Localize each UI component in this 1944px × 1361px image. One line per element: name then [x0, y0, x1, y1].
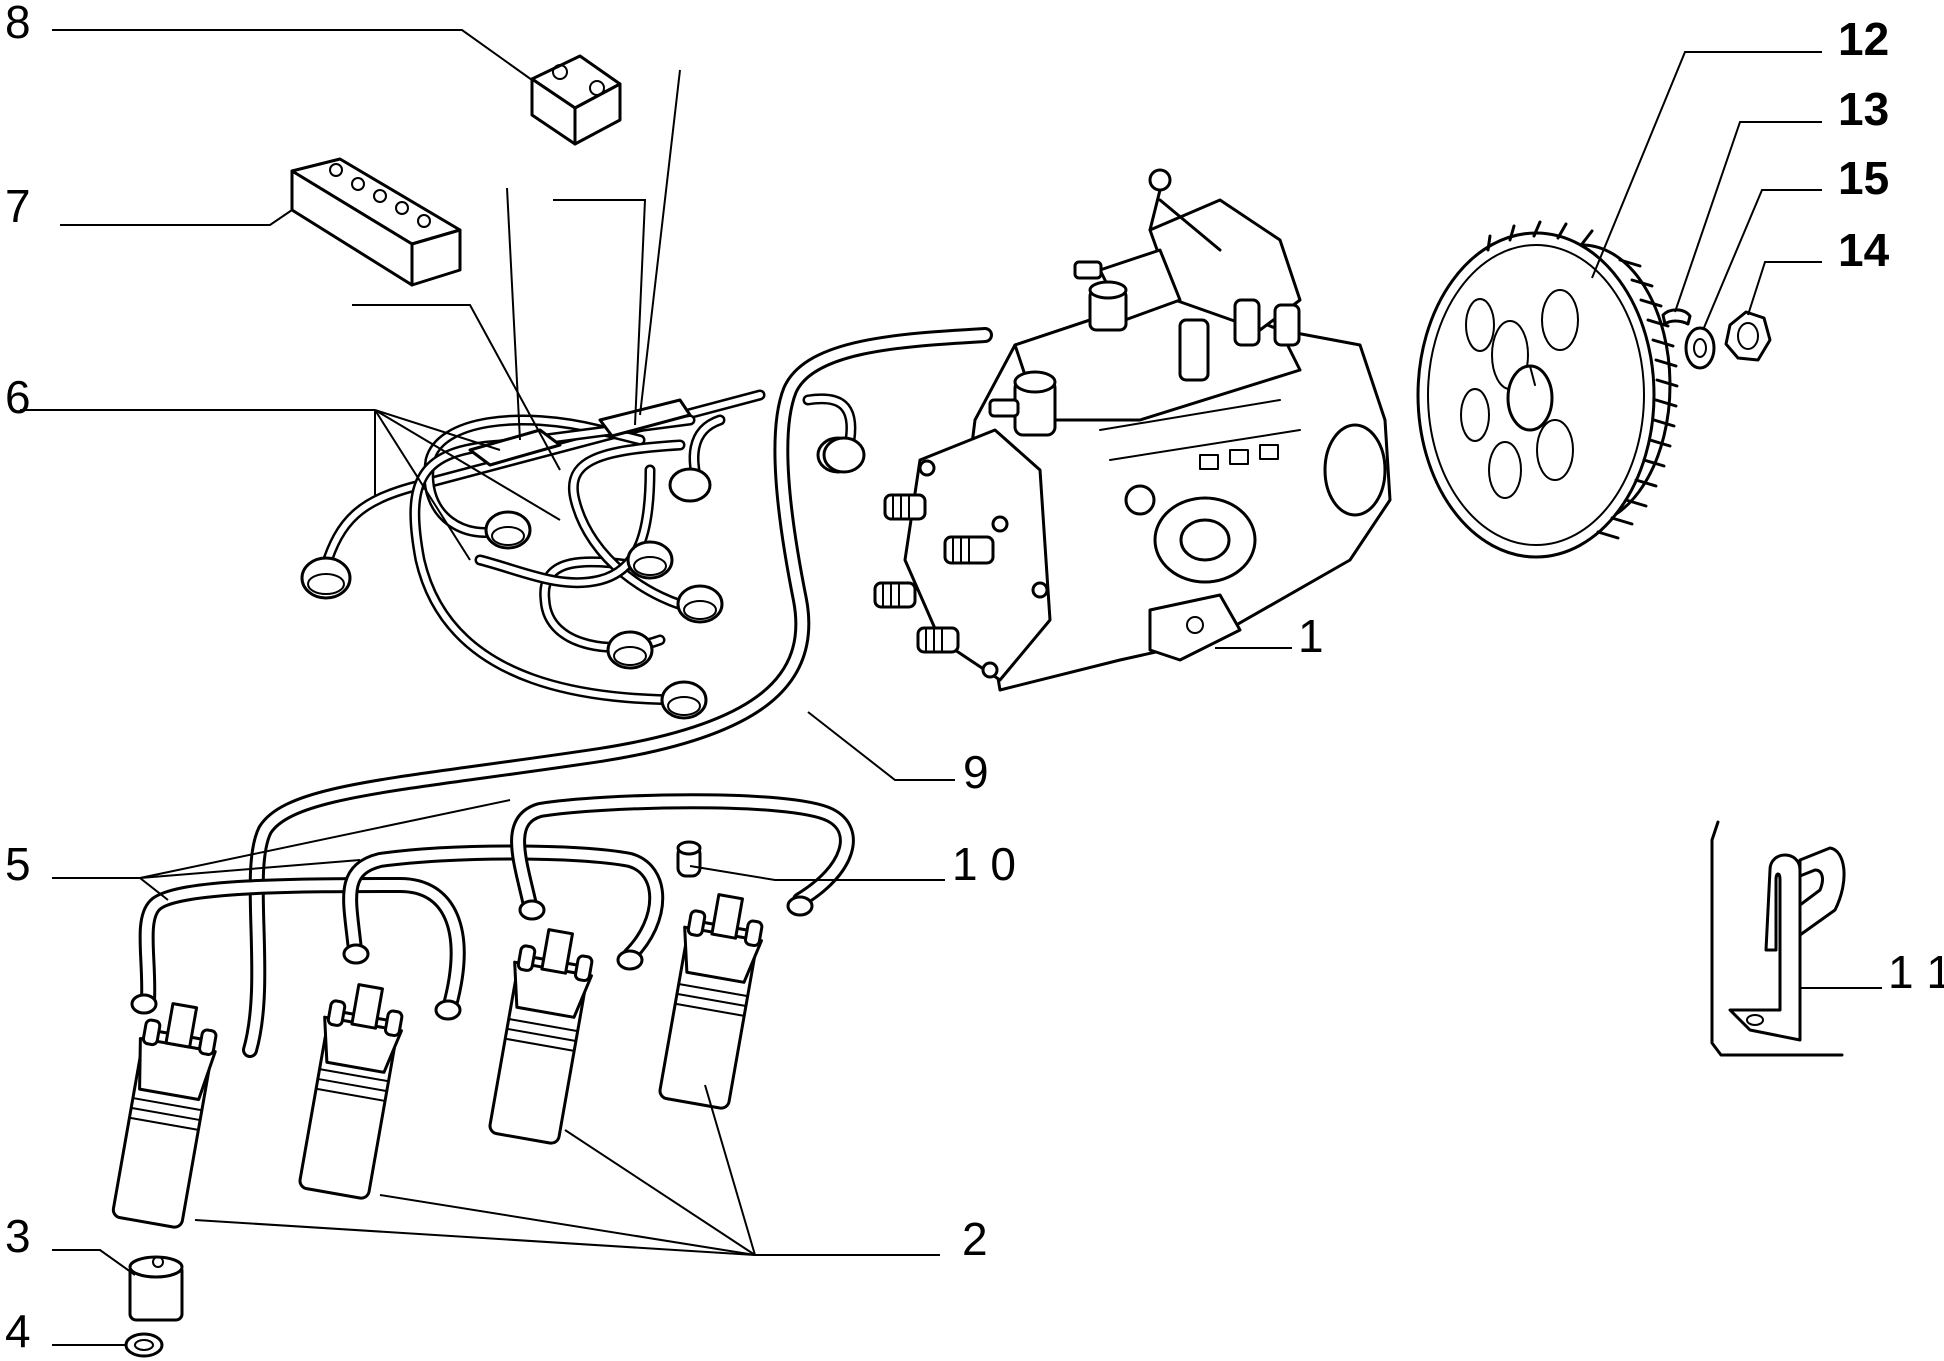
part-9-return-hose: [242, 327, 993, 1058]
callout-10: 1 0: [952, 838, 1016, 890]
callout-7: 7: [5, 180, 31, 232]
part-4-washer: [124, 1332, 164, 1358]
pipe-nut: [668, 467, 712, 503]
pump-outlet-fitting: [873, 581, 917, 609]
part-5-leakoff-hoses: [130, 793, 855, 1021]
pipe-nut: [484, 510, 532, 550]
callout-1: 1: [1298, 610, 1324, 662]
pipe-nut: [606, 630, 654, 670]
part-15-washer: [1684, 326, 1716, 370]
part-3-nozzle: [128, 1255, 184, 1322]
callout-2: 2: [962, 1213, 988, 1265]
part-2-injector: [111, 1002, 218, 1229]
part-2-injector: [298, 983, 404, 1200]
callout-15: 15: [1838, 152, 1889, 204]
callout-4: 4: [5, 1305, 31, 1357]
part-10-hose-sleeve: [676, 840, 702, 878]
part-8-clip: [530, 54, 622, 146]
part-13-woodruff-key: [1661, 308, 1692, 326]
pipe-nut: [626, 540, 674, 580]
pump-fuel-inlet: [1073, 260, 1128, 332]
pipe-nut: [660, 680, 708, 720]
callout-5: 5: [5, 838, 31, 890]
pump-outlet-fitting: [916, 626, 960, 654]
leader-lines: [20, 29, 1882, 1346]
part-6-injector-pipes: [300, 389, 860, 720]
part-2-injector: [488, 928, 594, 1145]
part-12-timing-pulley: [1416, 220, 1679, 559]
callout-labels: 8 7 6 5 3 4 9 1 0 2 1 1 1 12 13 15 14: [5, 0, 1944, 1357]
callout-6: 6: [5, 371, 31, 423]
pipe-nut: [300, 556, 352, 600]
part-2-injector: [658, 893, 764, 1110]
pipe-nut: [676, 584, 724, 624]
callout-3: 3: [5, 1210, 31, 1262]
part-1-injection-pump: [873, 168, 1392, 692]
pump-fuel-inlet: [988, 370, 1057, 437]
callout-14: 14: [1838, 224, 1890, 276]
part-14-nut: [1724, 310, 1772, 362]
callout-9: 9: [963, 746, 989, 798]
callout-12: 12: [1838, 13, 1889, 65]
callout-8: 8: [5, 0, 31, 48]
part-11-hose-bracket: [1710, 820, 1846, 1057]
part-7-clip-block: [290, 157, 462, 287]
callout-11: 1 1: [1888, 946, 1944, 998]
pump-outlet-fitting: [883, 493, 927, 521]
pump-outlet-fitting: [943, 535, 995, 565]
callout-13: 13: [1838, 83, 1889, 135]
